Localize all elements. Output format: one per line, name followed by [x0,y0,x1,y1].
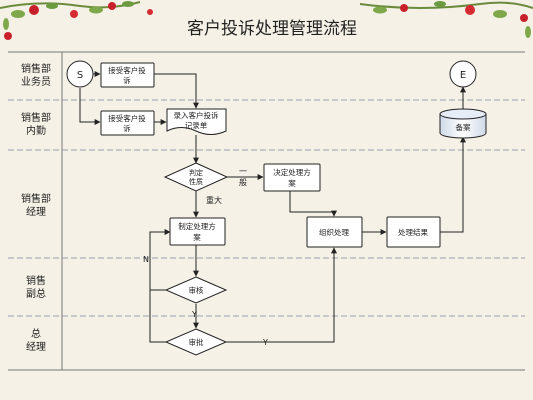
edge-review-no-loop [149,229,171,291]
svg-text:般: 般 [239,177,247,187]
svg-text:业务员: 业务员 [21,75,51,88]
svg-text:备案: 备案 [456,122,471,132]
svg-text:性质: 性质 [189,177,203,186]
svg-text:接受客户投: 接受客户投 [108,113,146,123]
edge-decide-to-organize [289,191,337,217]
svg-text:经理: 经理 [26,205,46,218]
svg-text:E: E [460,70,466,81]
lane-label-sales-manager: 销售部 经理 [21,192,51,218]
process-receive-complaint-internal: 接受客户投 诉 [100,110,155,136]
svg-text:组织处理: 组织处理 [319,227,349,237]
process-receive-complaint-staff: 接受客户投 诉 [100,62,155,88]
decision-determine-nature: 判定 性质 [163,162,229,192]
edge-approve-no-loop [149,290,166,343]
svg-text:处理结果: 处理结果 [398,227,428,237]
edge-result-to-archive [440,136,466,233]
process-decide-plan: 决定处理方 案 [263,163,321,192]
edge-label-major: 重大 [206,195,222,205]
svg-text:销售部: 销售部 [21,192,51,205]
edge-approve-yes-to-organize [226,247,337,343]
svg-text:S: S [77,70,83,81]
process-make-plan: 制定处理方 案 [169,217,226,246]
process-handling-result: 处理结果 [386,216,441,248]
svg-text:一: 一 [239,167,247,176]
svg-text:销售部: 销售部 [21,111,51,124]
svg-text:诉: 诉 [123,75,131,85]
connectors [79,71,466,343]
svg-text:制定处理方: 制定处理方 [178,221,216,231]
svg-text:副总: 副总 [26,287,46,300]
lane-label-sales-deputy: 销售 副总 [26,274,46,300]
svg-text:判定: 判定 [189,168,203,177]
decision-review: 审核 [164,276,228,304]
edge-label-yes-review: Y [191,310,197,319]
lane-label-sales-internal: 销售部 内勤 [21,111,51,137]
decision-approve: 审批 [164,328,228,356]
floral-decoration-top-left [0,1,153,40]
database-archive: 备案 [439,108,487,139]
floral-decoration-top-right [359,1,533,38]
edge-label-no: N [143,255,149,264]
svg-text:总: 总 [31,327,41,340]
svg-text:销售部: 销售部 [21,62,51,75]
svg-text:案: 案 [288,178,296,188]
svg-text:诉: 诉 [123,123,131,133]
svg-text:审批: 审批 [189,337,204,347]
lane-dividers [8,51,525,371]
lane-label-sales-staff: 销售部 业务员 [21,62,51,88]
svg-text:内勤: 内勤 [26,124,46,137]
svg-text:决定处理方: 决定处理方 [273,167,311,177]
chart-title: 客户投诉处理管理流程 [187,19,357,39]
end-node: E [449,60,477,88]
lane-label-general-manager: 总 经理 [26,327,46,353]
svg-text:录入客户投诉: 录入客户投诉 [174,110,219,120]
svg-text:经理: 经理 [26,340,46,353]
edge-label-yes-approve: Y [262,338,268,347]
svg-text:记录单: 记录单 [185,120,208,130]
svg-text:案: 案 [193,232,201,242]
edge-start-to-receive-internal [79,88,101,125]
process-organize-handling: 组织处理 [306,216,363,248]
start-node: S [66,60,94,88]
svg-text:审核: 审核 [189,285,204,295]
document-record-complaint: 录入客户投诉 记录单 [166,108,227,135]
svg-text:销售: 销售 [26,274,46,287]
edge-receive-staff-to-record [154,73,199,109]
edge-label-general: 一 般 [239,167,247,187]
svg-text:接受客户投: 接受客户投 [108,65,146,75]
